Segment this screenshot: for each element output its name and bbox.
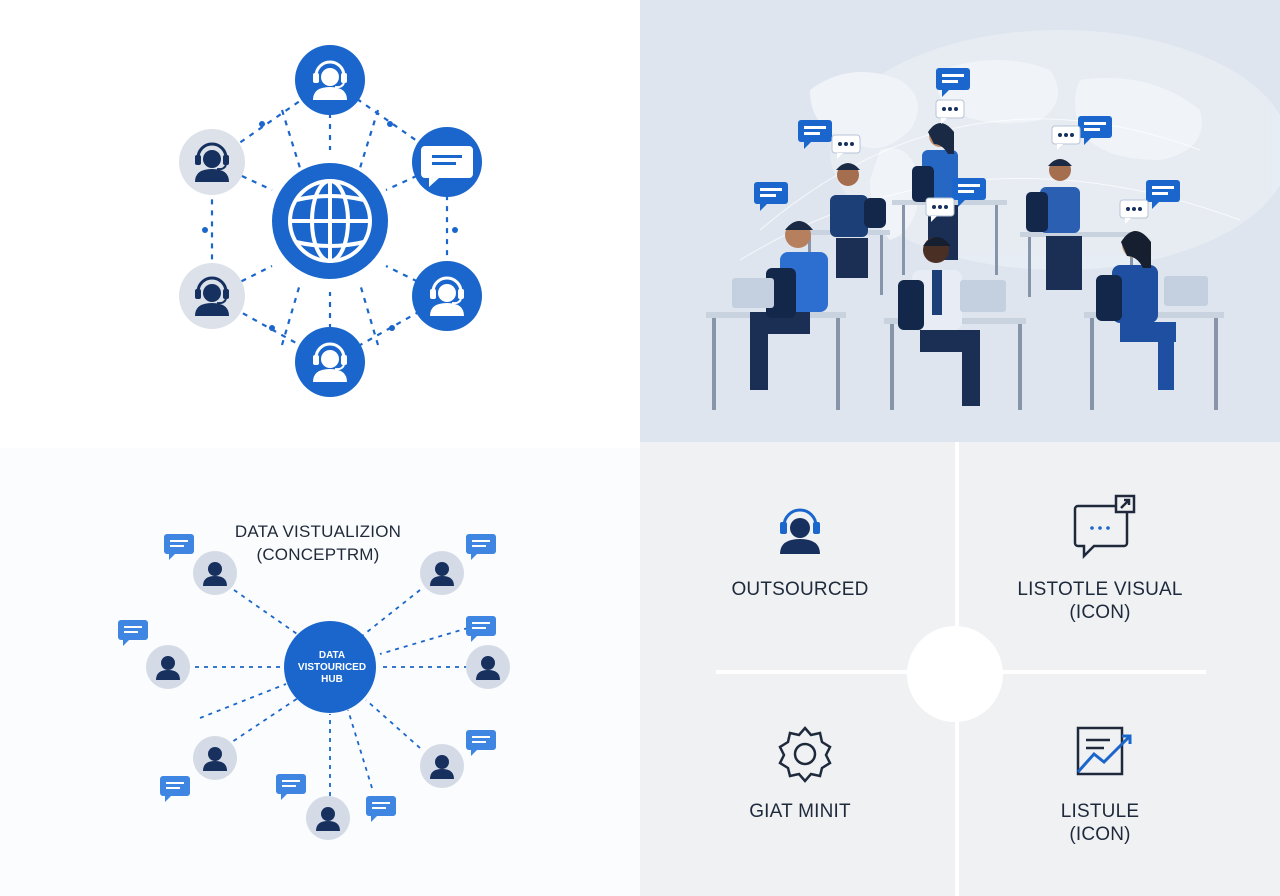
quadrant-label-giat-minit: GIAT MINIT bbox=[749, 801, 851, 822]
agent-front-center bbox=[898, 237, 1006, 406]
chat-screen-icon bbox=[1073, 494, 1136, 560]
node-bottom-right bbox=[412, 261, 482, 331]
globe-icon bbox=[288, 179, 372, 263]
headset-agent-icon bbox=[780, 508, 820, 554]
network-diagram-panel bbox=[0, 0, 640, 448]
quadrant-label-listotle-visual: LISTOTLE VISUAL (ICON) bbox=[1017, 579, 1183, 623]
globe-hub bbox=[272, 163, 388, 279]
node-bottom bbox=[295, 327, 365, 397]
office-illustration bbox=[706, 30, 1280, 410]
chat-bubble-icon bbox=[421, 146, 473, 187]
node-bottom-left bbox=[179, 263, 245, 329]
hub-network bbox=[118, 534, 510, 840]
agent-back-left bbox=[830, 163, 886, 278]
icon-grid-panel: OUTSOURCED LISTOTLE VISUAL (ICON) GIAT M… bbox=[640, 442, 1280, 896]
quadrant-label-listule: LISTULE (ICON) bbox=[1060, 801, 1140, 845]
node-top-left bbox=[179, 129, 245, 195]
agent-back-right bbox=[1026, 159, 1082, 290]
hub-diagram-title: DATA VISTUALIZION (CONCEPTRM) bbox=[208, 520, 428, 566]
hub-title-line1: DATA VISTUALIZION bbox=[234, 522, 402, 541]
node-top-right bbox=[412, 127, 482, 197]
hub-title-line2: (CONCEPTRM) bbox=[256, 545, 380, 564]
growth-chart-icon bbox=[1076, 726, 1132, 776]
hub-person-node bbox=[146, 551, 510, 840]
agent-front-left bbox=[732, 221, 828, 390]
center-circle bbox=[907, 626, 1003, 722]
hub-center-node bbox=[284, 621, 376, 713]
network-diagram bbox=[179, 45, 482, 397]
quadrant-label-outsourced: OUTSOURCED bbox=[731, 579, 869, 600]
icon-grid bbox=[716, 442, 1206, 896]
hub-center-label: DATA VISTOURICED HUB bbox=[297, 650, 367, 685]
laptop-icon bbox=[1164, 276, 1208, 306]
office-illustration-panel bbox=[640, 0, 1280, 442]
agent-front-right bbox=[1096, 231, 1208, 390]
node-top bbox=[295, 45, 365, 115]
gear-icon bbox=[778, 726, 832, 783]
